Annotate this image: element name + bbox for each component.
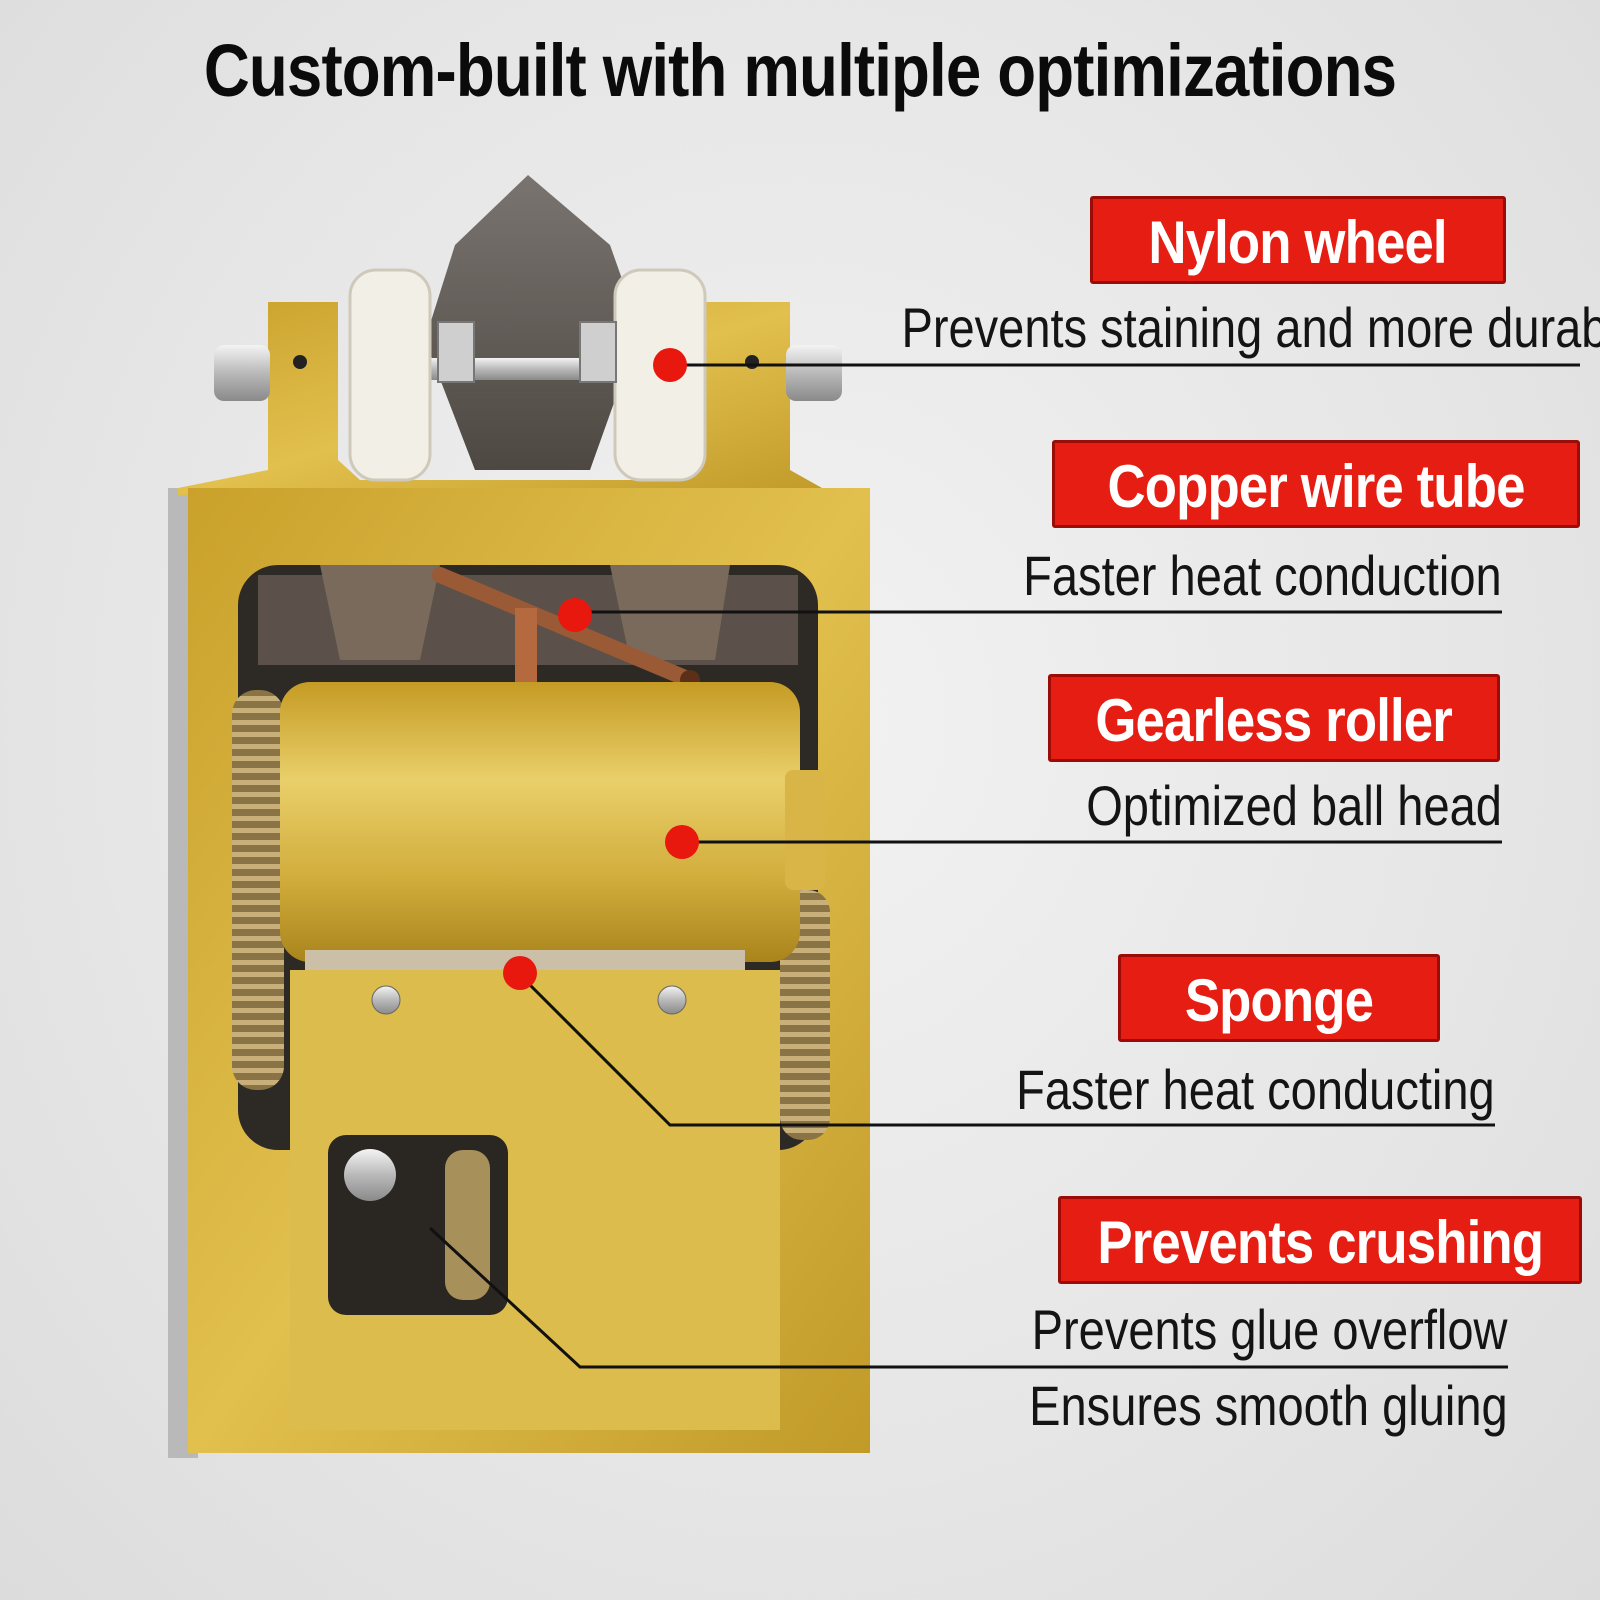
callout-text: Prevents staining and more durable <box>901 296 1600 359</box>
nut-left <box>437 321 475 383</box>
nut-right <box>579 321 617 383</box>
leader-line-sponge <box>518 973 1495 1127</box>
callout-text: Faster heat conducting <box>1016 1058 1495 1121</box>
copper-tube-stub <box>515 608 537 688</box>
callout-description-sponge: Faster heat conducting <box>880 1060 1495 1120</box>
callout-description-copper-wire-tube: Faster heat conduction <box>900 546 1502 606</box>
callout-label: Copper wire tube <box>1107 453 1525 520</box>
axle-pin-left <box>214 345 270 401</box>
callout-label: Prevents crushing <box>1097 1209 1544 1276</box>
roller-end-cap <box>785 770 825 890</box>
nylon-wheel-left <box>348 268 432 482</box>
marker-dot-copper-wire-tube <box>558 598 592 632</box>
nozzle-tip <box>425 175 640 470</box>
callout-badge-sponge: Sponge <box>1118 954 1440 1042</box>
callout-text: Optimized ball head <box>1086 774 1502 837</box>
axle-pin-right <box>786 345 842 401</box>
screw <box>371 985 401 1015</box>
callout-label: Nylon wheel <box>1148 209 1448 276</box>
marker-dot-nylon-wheel <box>653 348 687 382</box>
ball-head <box>344 1149 396 1201</box>
screw <box>293 355 307 369</box>
marker-dot-gearless-roller <box>665 825 699 859</box>
callout-badge-copper-wire-tube: Copper wire tube <box>1052 440 1580 528</box>
callout-badge-nylon-wheel: Nylon wheel <box>1090 196 1506 284</box>
callout-text: Faster heat conduction <box>1023 544 1502 607</box>
callout-badge-gearless-roller: Gearless roller <box>1048 674 1500 762</box>
screw <box>745 355 759 369</box>
callout-description-gearless-roller: Optimized ball head <box>980 776 1502 836</box>
leader-lines <box>428 363 1580 1369</box>
marker-dot-sponge <box>503 956 537 990</box>
gear-left <box>232 690 284 1090</box>
ball-wheel <box>445 1150 490 1300</box>
callout-badge-prevents-crushing: Prevents crushing <box>1058 1196 1582 1284</box>
nozzle-body <box>320 565 440 660</box>
leader-line-prevents-crushing <box>428 1226 1508 1369</box>
callout-description-ensures-smooth-gluing: Ensures smooth gluing <box>900 1376 1508 1436</box>
callout-label: Gearless roller <box>1095 687 1454 754</box>
callout-description-prevents-glue-overflow: Prevents glue overflow <box>900 1300 1508 1360</box>
page-title: Custom-built with multiple optimizations <box>203 29 1397 112</box>
gearless-roller <box>280 682 800 962</box>
callout-text: Prevents glue overflow <box>1032 1298 1508 1361</box>
callout-text: Ensures smooth gluing <box>1029 1374 1508 1437</box>
callout-description-nylon-wheel: Prevents staining and more durable <box>760 298 1600 358</box>
screw <box>657 985 687 1015</box>
callout-label: Sponge <box>1184 967 1374 1034</box>
gear-right <box>780 890 830 1140</box>
